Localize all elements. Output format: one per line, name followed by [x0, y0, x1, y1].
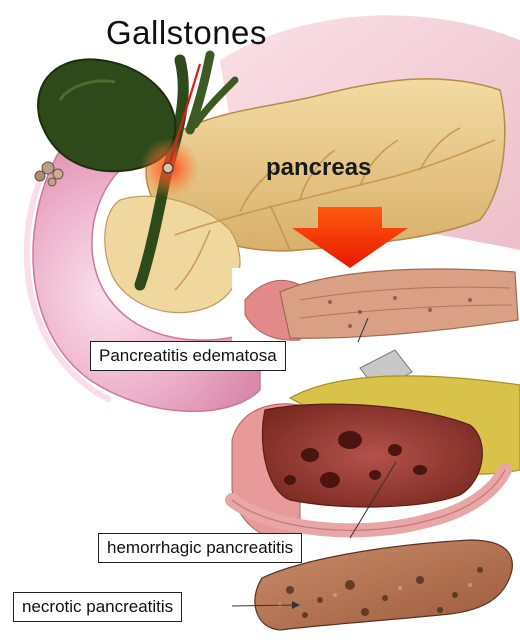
- stone-icon: [163, 163, 173, 173]
- page-title: Gallstones: [106, 14, 267, 52]
- edematous-pancreas-figure: [232, 268, 520, 348]
- callout-necrotic-pancreatitis: necrotic pancreatitis: [13, 592, 182, 622]
- callout-edematous-pancreatitis: Pancreatitis edematosa: [90, 341, 286, 371]
- callout-hemorrhagic-pancreatitis: hemorrhagic pancreatitis: [98, 533, 302, 563]
- hemorrhagic-pancreas-figure: [232, 350, 520, 541]
- pancreas-label: pancreas: [266, 154, 371, 182]
